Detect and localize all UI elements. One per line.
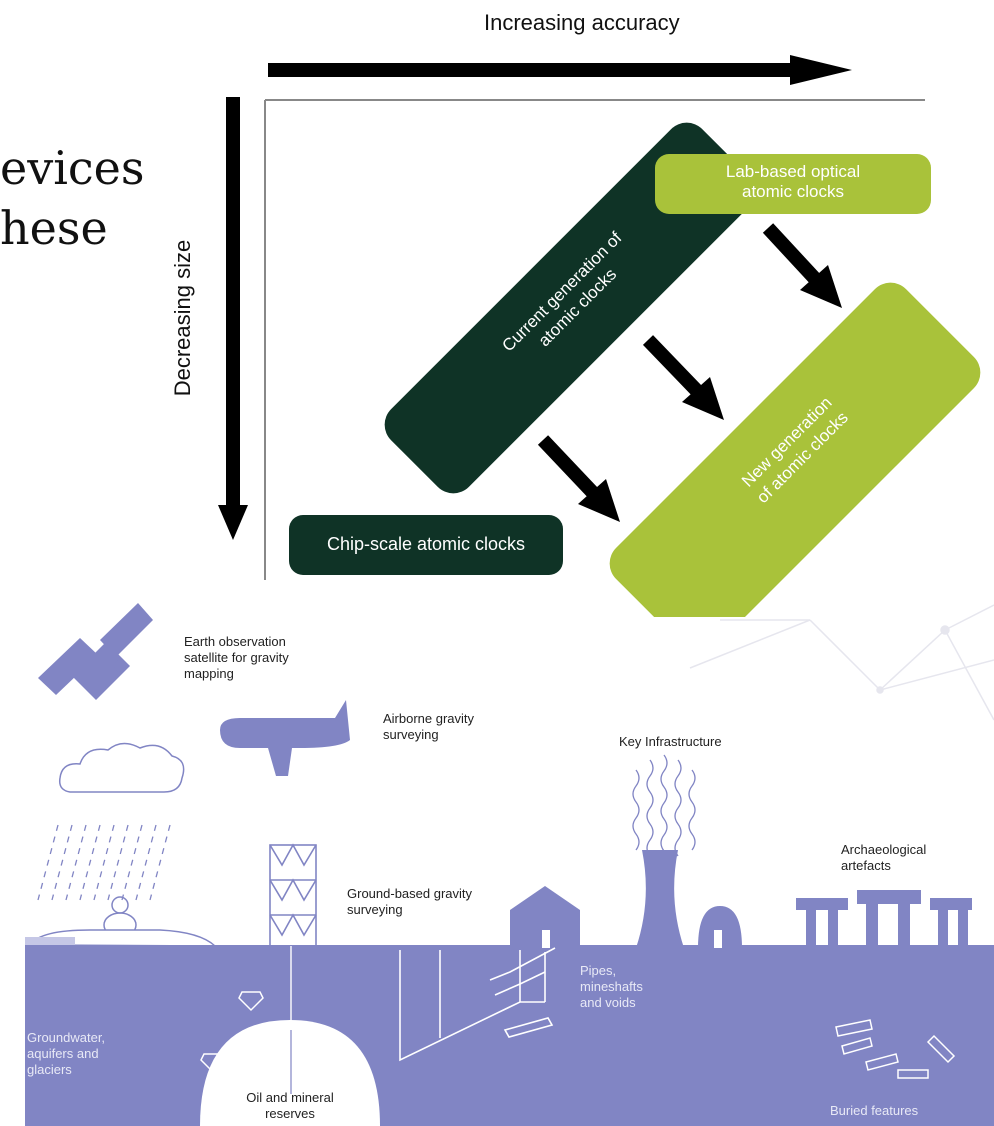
atomic-clock-diagram: Increasing accuracy Decreasing size Lab-…: [170, 10, 994, 620]
gravity-illustration-graphic: [25, 603, 994, 1126]
infrastructure-label: Key Infrastructure: [619, 734, 722, 749]
rain-lines: [37, 824, 171, 901]
slide-text-line-2: hese: [0, 201, 108, 255]
power-station-icon: [636, 850, 742, 948]
groundwater-label: Groundwater, aquifers and glaciers: [27, 1030, 106, 1077]
buried-features-label: Buried features: [830, 1103, 919, 1118]
power-station-door: [714, 930, 722, 948]
arrow-to-new-gen-1: [762, 223, 842, 308]
cloud-icon: [58, 742, 185, 793]
arrow-to-new-gen-2: [642, 335, 724, 420]
satellite-icon: [38, 603, 153, 700]
size-arrow-shaft: [226, 97, 240, 507]
pipes-label: Pipes, mineshafts and voids: [580, 963, 643, 1010]
ground: [25, 945, 994, 1126]
gem-icons: [200, 991, 366, 1075]
diagram-bottom-cover: [560, 617, 994, 620]
gravity-illustration: Earth observation satellite for gravity …: [0, 600, 994, 1126]
slide-text-line-1: evices: [0, 141, 145, 195]
y-axis-label: Decreasing size: [170, 239, 195, 397]
satellite-label: Earth observation satellite for gravity …: [184, 634, 289, 681]
oil-reserves-label: Oil and mineral reserves: [246, 1090, 334, 1121]
tower-icon: [269, 843, 317, 949]
atomic-clock-diagram-graphic: [218, 55, 994, 620]
new-generation-box: [609, 282, 981, 620]
stonehenge-icon: [796, 890, 972, 948]
airborne-label: Airborne gravity surveying: [383, 711, 475, 742]
steam-lines: [632, 754, 696, 857]
arrow-to-new-gen-3: [537, 435, 620, 522]
accuracy-arrow-head: [790, 55, 852, 85]
accuracy-arrow-shaft: [268, 63, 793, 77]
network-lines: [689, 604, 994, 721]
size-arrow-head: [218, 505, 248, 540]
archaeology-label: Archaeological artefacts: [841, 842, 927, 873]
airplane-icon: [220, 700, 350, 776]
x-axis-label: Increasing accuracy: [484, 10, 680, 35]
mineshaft-lines: [399, 947, 556, 1062]
house-door: [542, 930, 550, 948]
chip-scale-label: Chip-scale atomic clocks: [326, 534, 526, 554]
lab-optical-box: [655, 154, 931, 214]
ground-based-label: Ground-based gravity surveying: [347, 886, 473, 917]
chip-scale-box: [289, 515, 563, 575]
oil-reserve-dome: [200, 1020, 380, 1126]
lab-optical-label: Lab-based optical atomic clocks: [725, 162, 861, 201]
buried-features-icons: [835, 1019, 956, 1079]
current-generation-box: [384, 122, 756, 494]
house-icon: [510, 886, 580, 948]
